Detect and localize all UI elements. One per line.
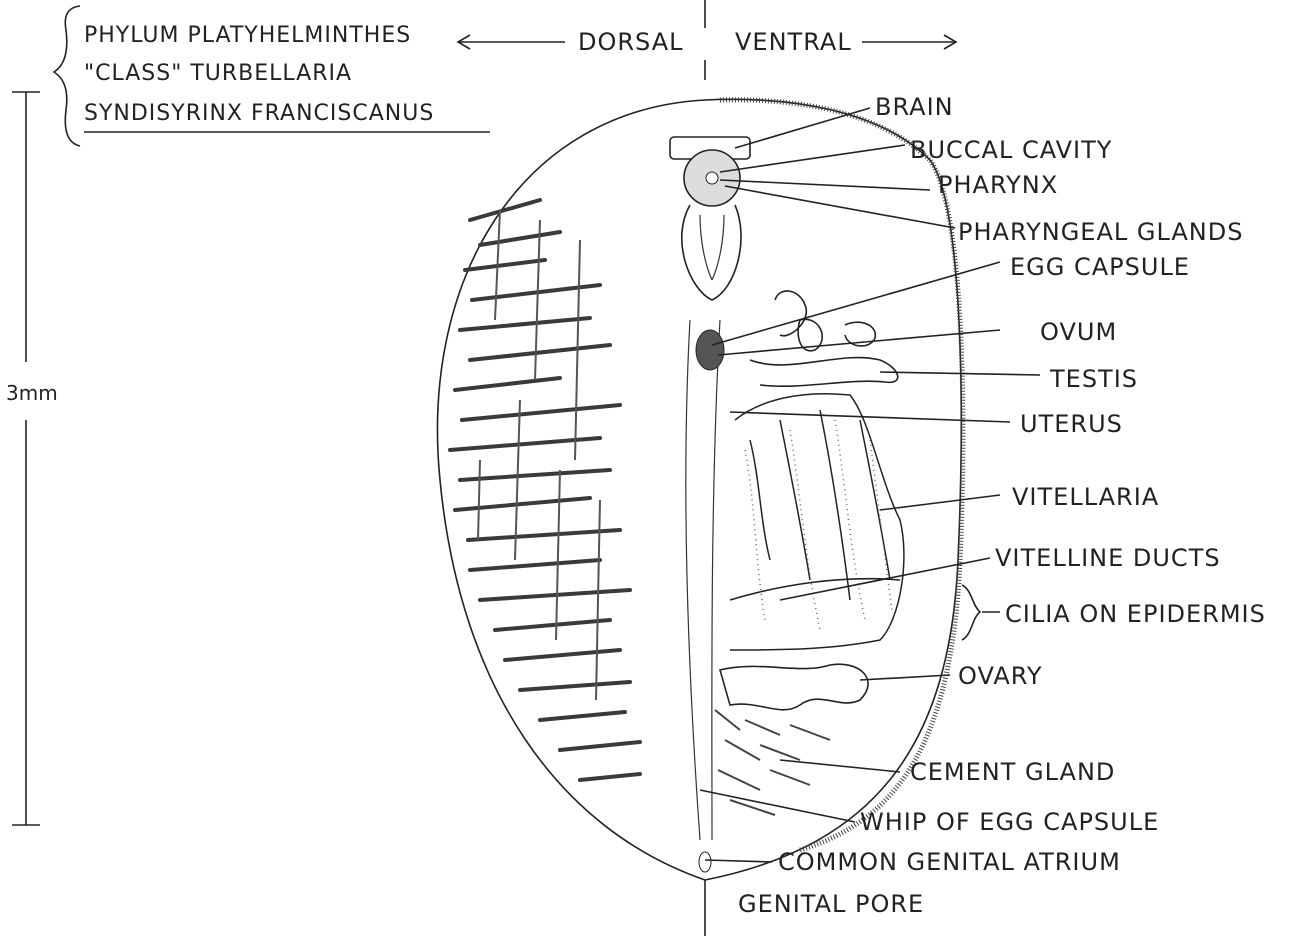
label-genital-atrium: COMMON GENITAL ATRIUM: [778, 848, 1121, 876]
genital-atrium-shape: [699, 852, 711, 872]
egg-capsule-shape: [696, 330, 724, 370]
label-cement-gland: CEMENT GLAND: [910, 758, 1115, 786]
dorsal-arrow: [458, 35, 565, 49]
cilia-bracket: [962, 585, 980, 640]
taxonomy-brace: [54, 6, 80, 146]
dorsal-label: DORSAL: [578, 28, 684, 56]
gut-canal: [686, 320, 720, 840]
testis-shape: [750, 291, 898, 386]
label-ovary: OVARY: [958, 662, 1043, 690]
label-ovum: OVUM: [1040, 318, 1117, 346]
pharynx-bulb: [682, 205, 741, 300]
pharynx-shape: [706, 172, 718, 184]
label-egg-capsule: EGG CAPSULE: [1010, 253, 1190, 281]
taxonomy-phylum: PHYLUM PLATYHELMINTHES: [84, 23, 411, 48]
label-buccal-cavity: BUCCAL CAVITY: [910, 136, 1112, 164]
scale-label: 3mm: [6, 381, 58, 405]
label-uterus: UTERUS: [1020, 410, 1123, 438]
label-vitellaria: VITELLARIA: [1012, 483, 1159, 511]
taxonomy-species: SYNDISYRINX FRANCISCANUS: [84, 101, 434, 126]
taxonomy-class: "CLASS" TURBELLARIA: [84, 61, 352, 86]
label-whip: WHIP OF EGG CAPSULE: [860, 808, 1159, 836]
label-pharynx: PHARYNX: [938, 171, 1058, 199]
label-genital-pore: GENITAL PORE: [738, 890, 924, 918]
ovary-shape: [720, 664, 868, 710]
label-pharyngeal-glands: PHARYNGEAL GLANDS: [958, 218, 1243, 246]
label-vitelline-ducts: VITELLINE DUCTS: [995, 544, 1221, 572]
vitellaria-dots: [745, 420, 892, 630]
scale-bar: [12, 92, 40, 825]
ventral-label: VENTRAL: [735, 28, 852, 56]
pharyngeal-glands-shape: [700, 215, 724, 280]
label-testis: TESTIS: [1049, 365, 1138, 393]
ventral-arrow: [862, 35, 956, 49]
label-brain: BRAIN: [875, 93, 954, 121]
label-cilia: CILIA ON EPIDERMIS: [1005, 600, 1266, 628]
body-outline: [437, 99, 961, 880]
vitellaria-shape: [730, 394, 904, 650]
